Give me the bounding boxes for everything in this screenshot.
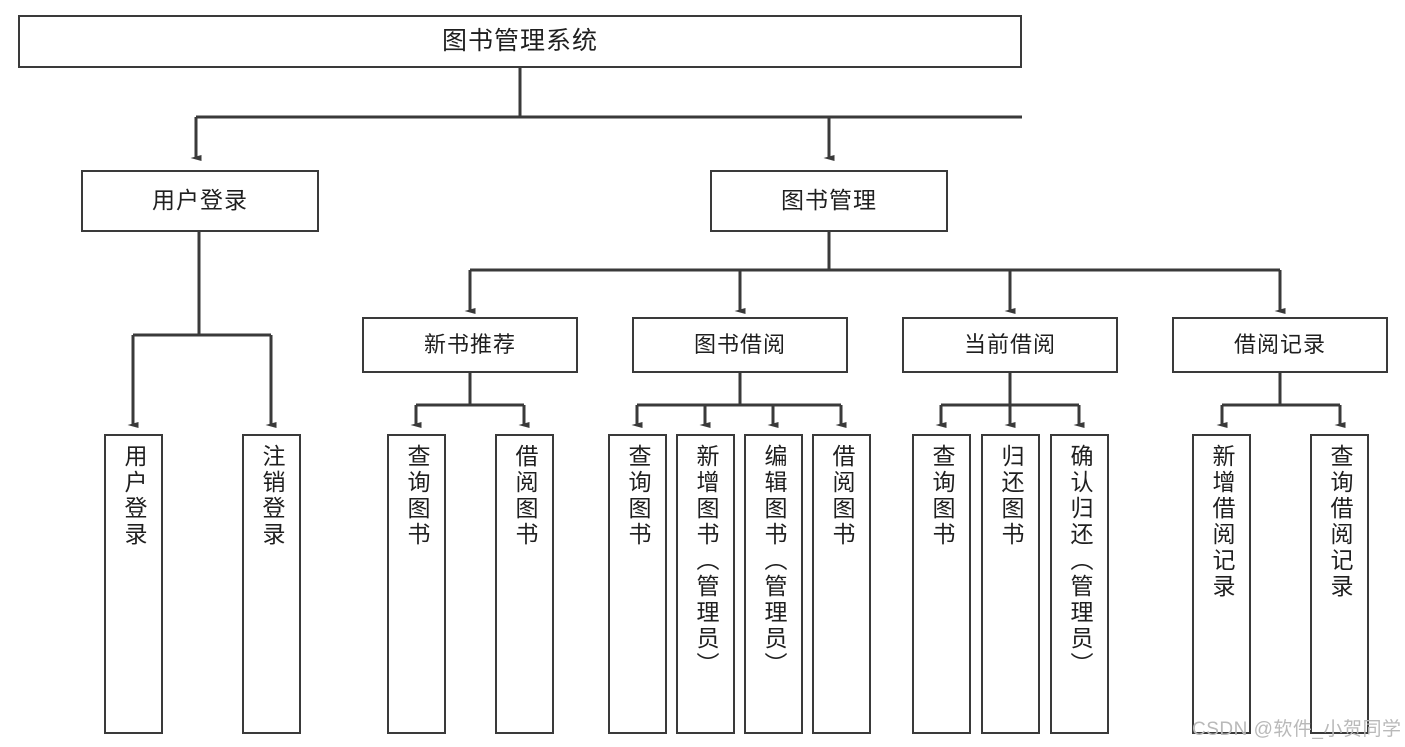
node-new-book-recommend[interactable]: 新书推荐	[362, 317, 578, 373]
node-leaf-borrow-book-1-label: 借阅图书	[512, 444, 538, 548]
node-book-borrow[interactable]: 图书借阅	[632, 317, 848, 373]
node-leaf-add-book-label: 新增图书（管理员）	[693, 444, 719, 678]
node-leaf-query-book-3[interactable]: 查询图书	[912, 434, 971, 734]
node-leaf-user-login-label: 用户登录	[121, 444, 147, 548]
node-leaf-query-book-1-label: 查询图书	[404, 444, 430, 548]
node-book-borrow-label: 图书借阅	[693, 332, 786, 358]
node-leaf-confirm-return[interactable]: 确认归还（管理员）	[1050, 434, 1109, 734]
csdn-watermark: CSDN @软件_小贺同学	[1192, 719, 1402, 740]
node-leaf-borrow-book-2[interactable]: 借阅图书	[812, 434, 871, 734]
node-leaf-borrow-book-1[interactable]: 借阅图书	[495, 434, 554, 734]
node-leaf-edit-book[interactable]: 编辑图书（管理员）	[744, 434, 803, 734]
node-leaf-query-book-2-label: 查询图书	[625, 444, 651, 548]
node-borrow-record[interactable]: 借阅记录	[1172, 317, 1388, 373]
node-root-system-label: 图书管理系统	[441, 26, 598, 55]
node-leaf-user-login[interactable]: 用户登录	[104, 434, 163, 734]
node-current-borrow-label: 当前借阅	[963, 332, 1056, 358]
node-leaf-logout-label: 注销登录	[259, 444, 285, 548]
node-leaf-query-book-1[interactable]: 查询图书	[387, 434, 446, 734]
node-leaf-logout[interactable]: 注销登录	[242, 434, 301, 734]
node-leaf-query-book-2[interactable]: 查询图书	[608, 434, 667, 734]
node-leaf-confirm-return-label: 确认归还（管理员）	[1067, 444, 1093, 678]
node-leaf-add-record[interactable]: 新增借阅记录	[1192, 434, 1251, 734]
node-leaf-edit-book-label: 编辑图书（管理员）	[761, 444, 787, 678]
node-leaf-return-book[interactable]: 归还图书	[981, 434, 1040, 734]
node-leaf-add-record-label: 新增借阅记录	[1209, 444, 1235, 600]
node-book-manage-label: 图书管理	[781, 187, 877, 214]
node-leaf-query-record-label: 查询借阅记录	[1327, 444, 1353, 600]
node-root-system[interactable]: 图书管理系统	[18, 15, 1022, 68]
node-leaf-add-book[interactable]: 新增图书（管理员）	[676, 434, 735, 734]
node-leaf-query-record[interactable]: 查询借阅记录	[1310, 434, 1369, 734]
node-new-book-recommend-label: 新书推荐	[423, 332, 516, 358]
node-user-login[interactable]: 用户登录	[81, 170, 319, 232]
node-leaf-borrow-book-2-label: 借阅图书	[829, 444, 855, 548]
node-book-manage[interactable]: 图书管理	[710, 170, 948, 232]
node-user-login-label: 用户登录	[152, 187, 248, 214]
node-borrow-record-label: 借阅记录	[1233, 332, 1326, 358]
node-current-borrow[interactable]: 当前借阅	[902, 317, 1118, 373]
node-leaf-query-book-3-label: 查询图书	[929, 444, 955, 548]
node-leaf-return-book-label: 归还图书	[998, 444, 1024, 548]
